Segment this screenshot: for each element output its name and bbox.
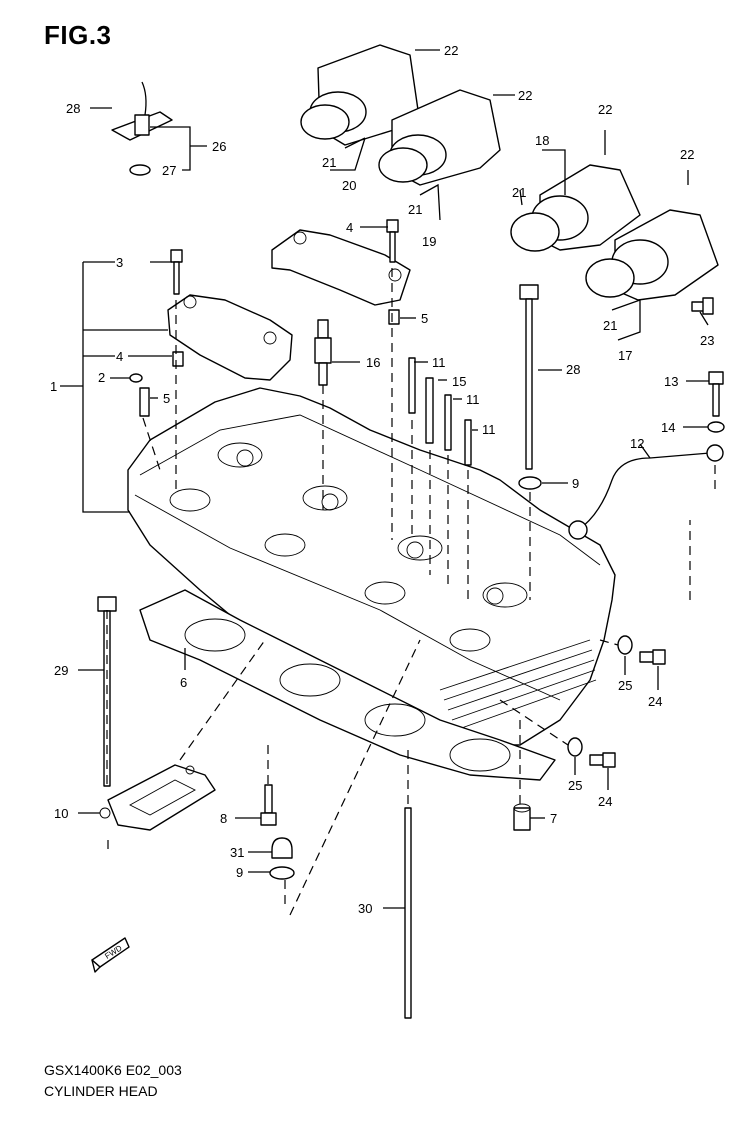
callout-18: 18: [535, 133, 549, 148]
callout-11-b: 11: [466, 392, 480, 407]
callout-labels: 28 26 27 22 22 22 22 21 20 21 19 18 21 2…: [50, 43, 714, 916]
callout-4-upper: 4: [346, 220, 353, 235]
callout-5-upper: 5: [421, 311, 428, 326]
callout-21-c: 21: [512, 185, 526, 200]
callout-17: 17: [618, 348, 632, 363]
alignment-lines: [106, 268, 716, 916]
callout-22-b: 22: [518, 88, 532, 103]
callout-9-lower: 9: [236, 865, 243, 880]
model-code-caption: GSX1400K6 E02_003: [44, 1062, 182, 1078]
callout-20: 20: [342, 178, 356, 193]
callout-23: 23: [700, 333, 714, 348]
callout-4-lower: 4: [116, 349, 123, 364]
leader-lines: [60, 49, 709, 909]
nut-31-washer-9: [269, 837, 295, 880]
callout-16: 16: [366, 355, 380, 370]
callout-22-c: 22: [598, 102, 612, 117]
cam-holder-left: [167, 294, 293, 381]
callout-22-d: 22: [680, 147, 694, 162]
oil-pipe-12: [568, 444, 724, 540]
head-gasket: [139, 589, 556, 781]
cover-gasket-plate: [99, 764, 216, 831]
callout-6: 6: [180, 675, 187, 690]
callout-28-sensor-bolt: 28: [66, 101, 80, 116]
long-bolt-28: [518, 284, 542, 490]
callout-11-c: 11: [482, 422, 496, 437]
bolts-24: [589, 649, 666, 768]
callout-26: 26: [212, 139, 226, 154]
figure-title: FIG.3: [44, 20, 112, 50]
callout-25-upper: 25: [618, 678, 632, 693]
callout-1: 1: [50, 379, 57, 394]
intake-pipe-18: [510, 164, 641, 252]
callout-2: 2: [98, 370, 105, 385]
callout-31: 31: [230, 845, 244, 860]
callout-24-upper: 24: [648, 694, 662, 709]
callout-21-d: 21: [603, 318, 617, 333]
callout-25-lower: 25: [568, 778, 582, 793]
callout-5-lower: 5: [163, 391, 170, 406]
callout-21-a: 21: [322, 155, 336, 170]
callout-22-a: 22: [444, 43, 458, 58]
callout-21-b: 21: [408, 202, 422, 217]
section-name-caption: CYLINDER HEAD: [44, 1083, 158, 1099]
intake-pipe-17: [585, 209, 719, 301]
callout-15: 15: [452, 374, 466, 389]
callout-7: 7: [550, 811, 557, 826]
callout-29: 29: [54, 663, 68, 678]
bolt-8: [260, 784, 277, 826]
callout-8: 8: [220, 811, 227, 826]
bolt-4-upper: [386, 219, 399, 263]
studs-11: [408, 357, 472, 466]
callout-12: 12: [630, 436, 644, 451]
callout-13: 13: [664, 374, 678, 389]
callout-19: 19: [422, 234, 436, 249]
intake-pipe-19: [378, 89, 501, 186]
forward-arrow-icon: FWD: [91, 937, 130, 973]
cam-holder-center: [271, 229, 411, 306]
bolt-13: [707, 371, 725, 433]
callout-28-long-bolt: 28: [566, 362, 580, 377]
callout-11-a: 11: [432, 355, 446, 370]
callout-24-lower: 24: [598, 794, 612, 809]
bolt-23: [691, 297, 714, 315]
callout-9-right: 9: [572, 476, 579, 491]
dowel-7: [513, 803, 531, 831]
spark-plug-16: [314, 319, 332, 386]
callout-10: 10: [54, 806, 68, 821]
stud-30: [404, 807, 412, 1019]
callout-30: 30: [358, 901, 372, 916]
callout-14: 14: [661, 420, 675, 435]
callout-3: 3: [116, 255, 123, 270]
bolt-3: [170, 249, 183, 295]
callout-27: 27: [162, 163, 176, 178]
sensor-26: [111, 81, 173, 176]
